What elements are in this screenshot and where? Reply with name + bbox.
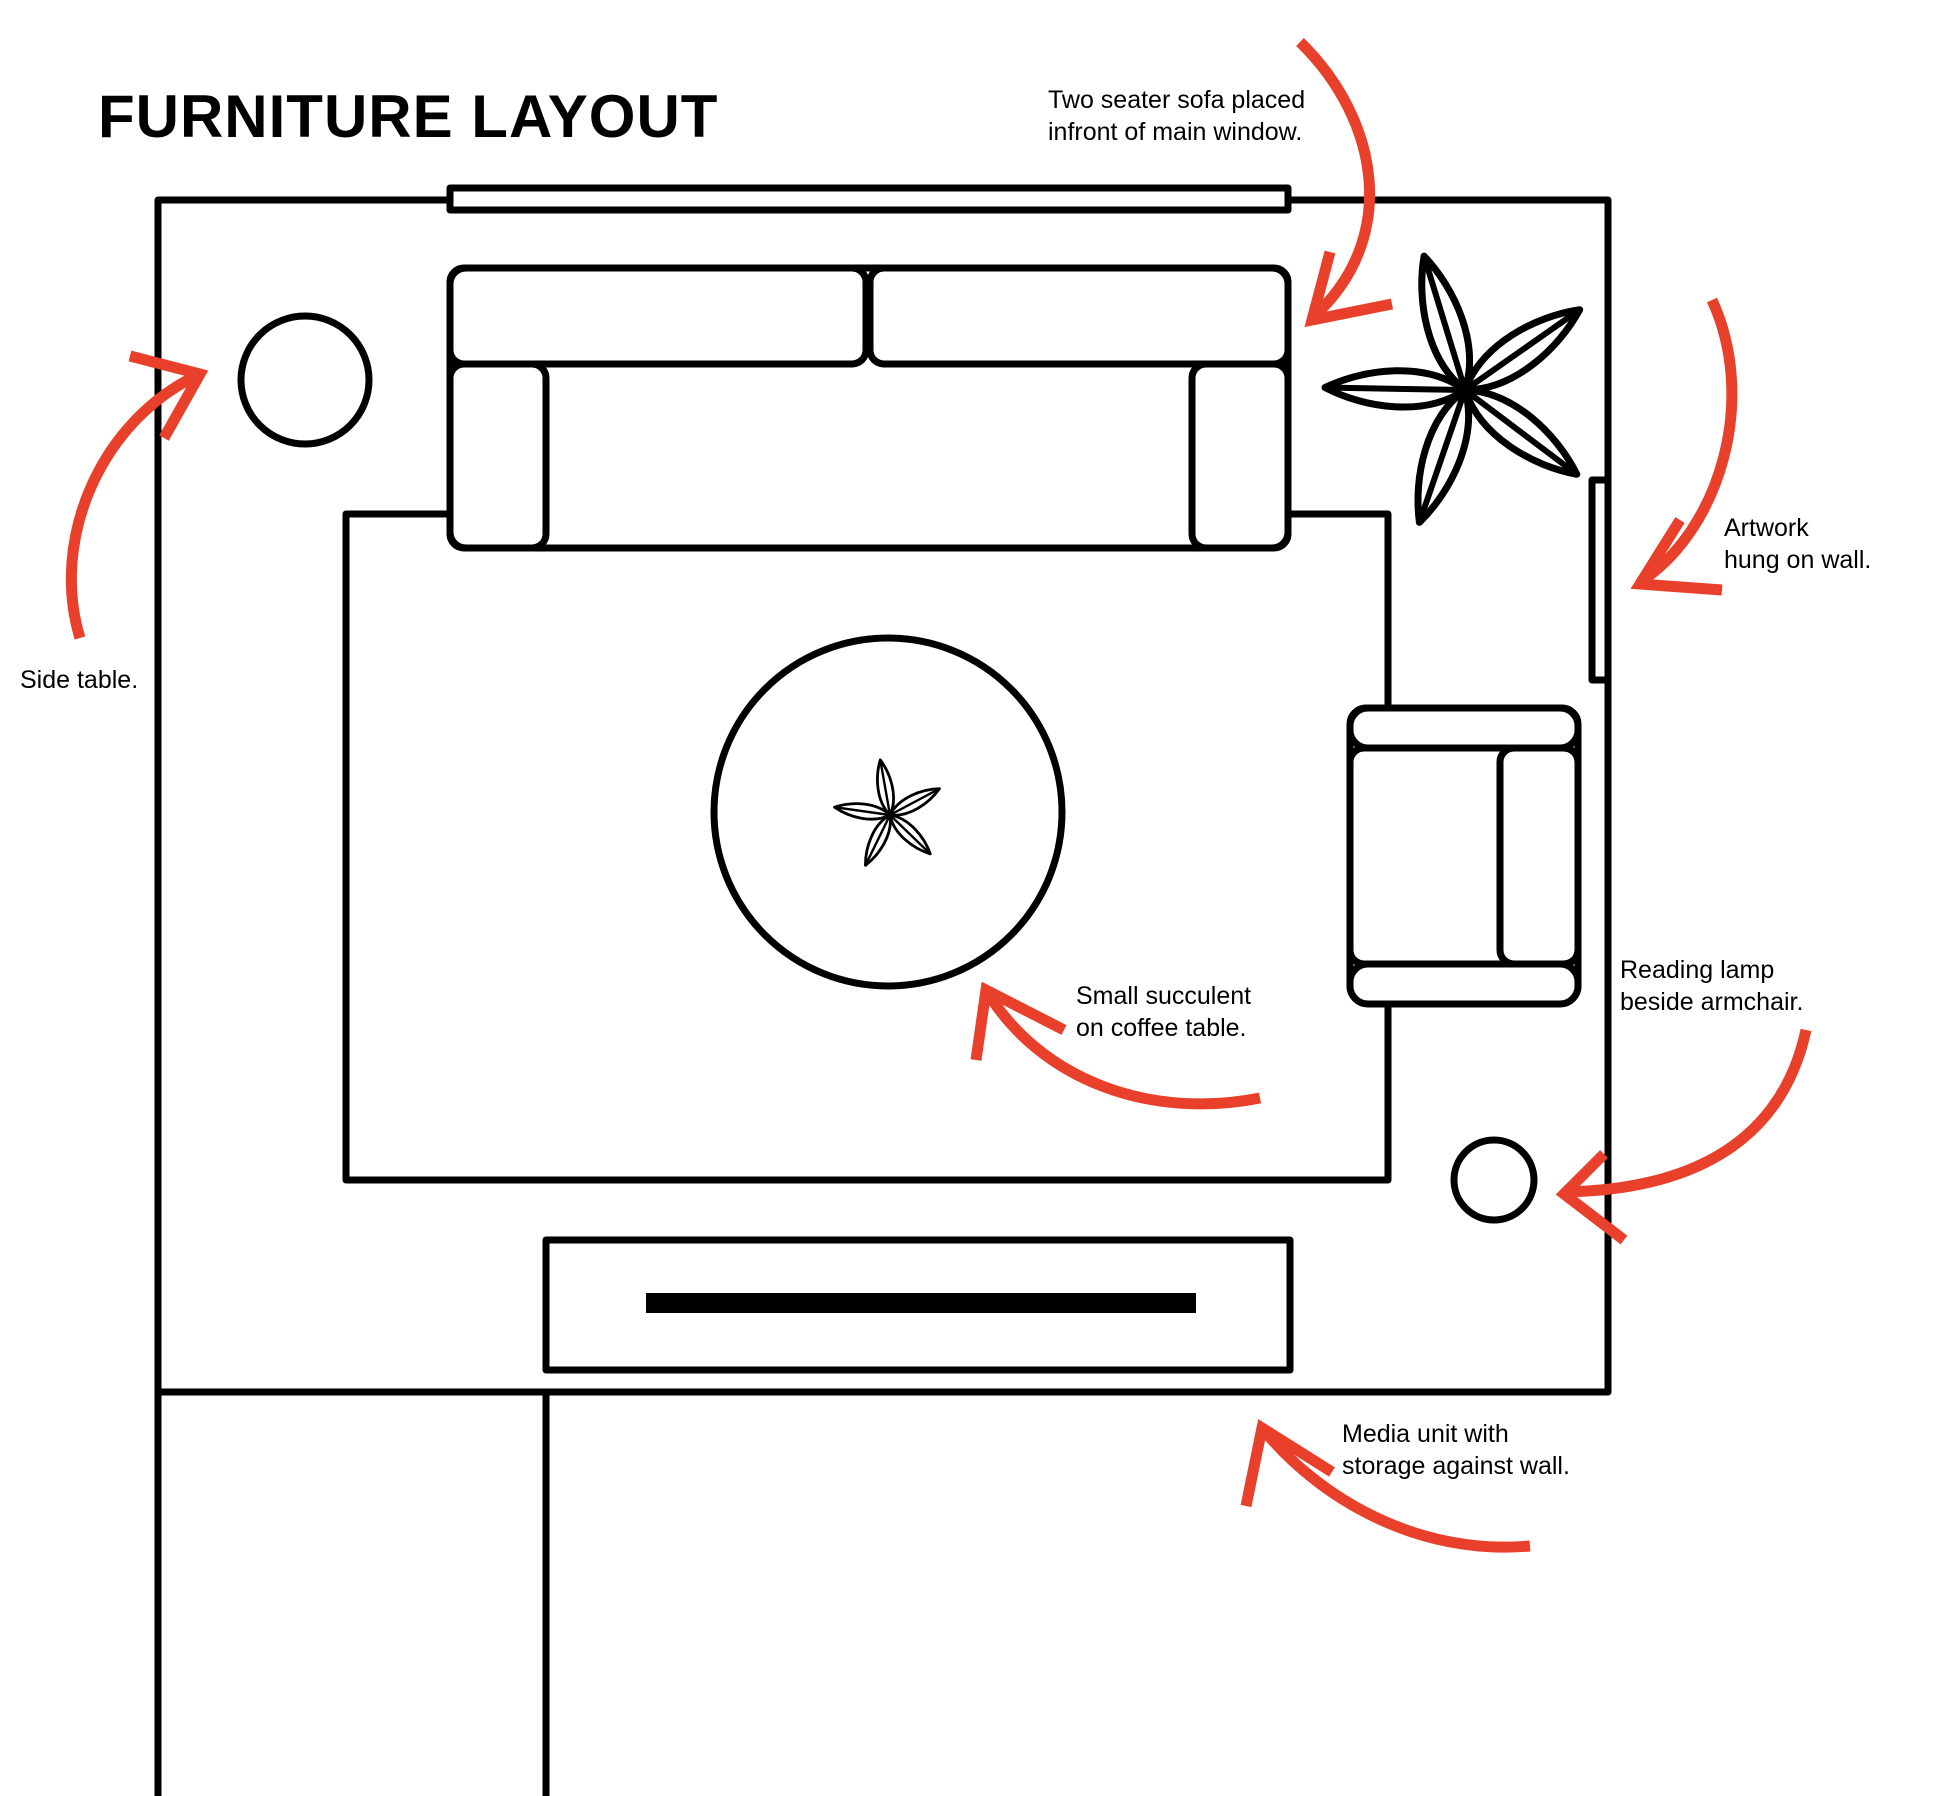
page-title: FURNITURE LAYOUT — [98, 83, 719, 150]
arrow-icon-succulent — [970, 981, 1262, 1110]
annotation-media: Media unit with storage against wall. — [1342, 1418, 1570, 1482]
main-window — [446, 184, 1292, 214]
annotation-lamp-line-2: beside armchair. — [1620, 988, 1804, 1016]
annotation-media-line-2: storage against wall. — [1342, 1452, 1570, 1480]
annotation-media-line-1: Media unit with — [1342, 1420, 1509, 1448]
reading-lamp — [1450, 1136, 1538, 1224]
tv — [646, 1293, 1196, 1313]
annotation-side-table: Side table. — [20, 664, 138, 696]
annotation-side-table-line-1: Side table. — [20, 666, 139, 694]
annotation-sofa-line-1: Two seater sofa placed — [1048, 86, 1306, 114]
annotation-artwork-line-2: hung on wall. — [1724, 546, 1872, 574]
plant-icon — [1325, 251, 1590, 528]
annotation-sofa-line-2: infront of main window. — [1048, 118, 1303, 146]
annotation-artwork: Artwork hung on wall. — [1724, 512, 1871, 576]
sofa — [446, 264, 1292, 552]
arrow-icon-lamp — [1555, 1028, 1812, 1245]
annotation-lamp: Reading lamp beside armchair. — [1620, 954, 1803, 1018]
arrow-icon-artwork — [1630, 297, 1738, 596]
annotation-succulent-line-2: on coffee table. — [1076, 1014, 1247, 1042]
annotation-succulent-line-1: Small succulent — [1076, 982, 1252, 1010]
armchair — [1346, 704, 1582, 1008]
annotation-succulent: Small succulent on coffee table. — [1076, 980, 1251, 1044]
arrow-icon-sofa — [1296, 38, 1394, 328]
side-table — [237, 312, 373, 448]
annotation-artwork-line-1: Artwork — [1724, 514, 1809, 542]
arrow-icon-media — [1240, 1419, 1531, 1553]
annotation-lamp-line-1: Reading lamp — [1620, 956, 1775, 984]
artwork — [1588, 476, 1612, 684]
annotation-sofa: Two seater sofa placed infront of main w… — [1048, 84, 1305, 148]
arrow-icon-side-table — [65, 350, 209, 640]
